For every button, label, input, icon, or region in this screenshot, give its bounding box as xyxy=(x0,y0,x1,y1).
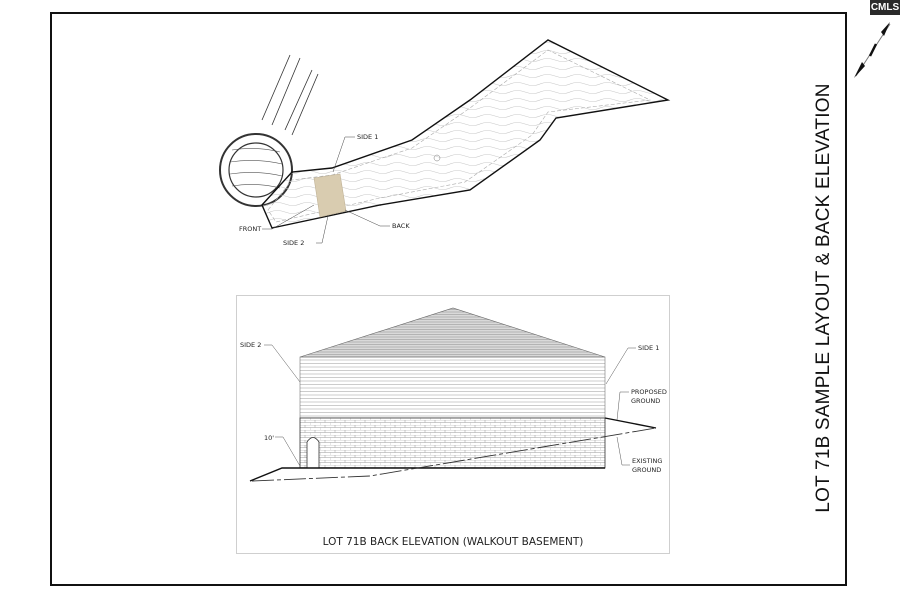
elev-label-existing-1: EXISTING xyxy=(632,457,662,465)
site-label-back: BACK xyxy=(392,222,410,230)
elev-label-proposed-2: GROUND xyxy=(631,397,660,405)
cul-de-sac-road xyxy=(219,54,319,207)
siding-wall xyxy=(299,356,606,419)
site-plan-drawing: SIDE 1 FRONT SIDE 2 BACK xyxy=(219,39,671,247)
house-footprint xyxy=(313,173,347,218)
roof xyxy=(299,307,606,358)
site-label-front: FRONT xyxy=(239,225,261,233)
site-label-side2: SIDE 2 xyxy=(283,239,304,247)
elev-label-proposed-1: PROPOSED xyxy=(631,388,667,396)
mls-watermark: CMLS xyxy=(870,0,900,15)
site-label-side1: SIDE 1 xyxy=(357,133,378,141)
elev-label-height: 10' xyxy=(264,434,274,442)
elevation-caption: LOT 71B BACK ELEVATION (WALKOUT BASEMENT… xyxy=(322,536,584,548)
elev-label-existing-2: GROUND xyxy=(632,466,661,474)
elev-label-side2: SIDE 2 xyxy=(240,341,261,349)
brick-basement xyxy=(299,417,606,469)
sheet-border xyxy=(50,12,847,586)
basement-door xyxy=(306,437,320,469)
elev-label-side1: SIDE 1 xyxy=(638,344,659,352)
north-arrow-icon xyxy=(854,22,891,78)
existing-ground-line xyxy=(251,427,657,482)
elevation-frame xyxy=(236,295,670,554)
lot-71b-boundary xyxy=(261,39,671,229)
proposed-ground-line xyxy=(249,417,657,482)
